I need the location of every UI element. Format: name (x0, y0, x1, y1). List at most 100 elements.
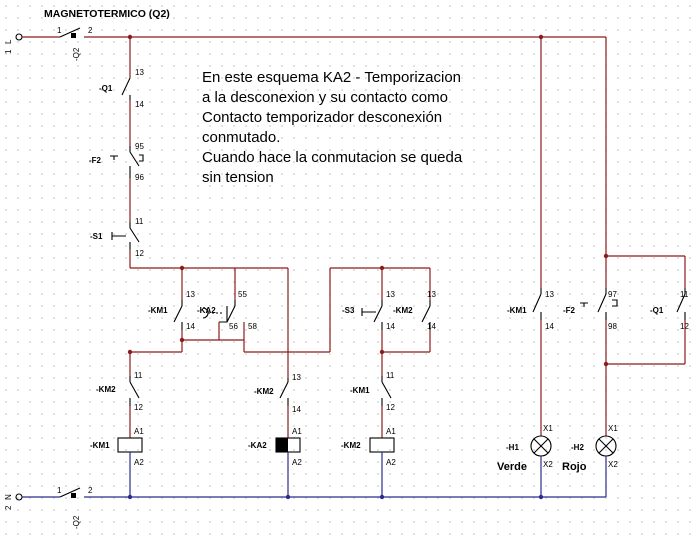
svg-text:A1: A1 (386, 427, 396, 436)
s1-stop-button: -S1 11 12 (90, 217, 144, 258)
svg-text:1: 1 (57, 26, 62, 35)
km2-self-hold-contact: -KM2 13 14 (393, 290, 436, 331)
svg-text:2: 2 (88, 486, 93, 495)
q1-signal-contact: -Q1 11 12 (650, 288, 689, 331)
svg-text:1: 1 (57, 486, 62, 495)
note-line-5: Cuando hace la conmutacion se queda (202, 149, 463, 166)
svg-text:95: 95 (135, 142, 144, 151)
q2-top-ref: -Q2 (72, 47, 81, 61)
svg-text:-KM1: -KM1 (148, 306, 168, 315)
svg-text:98: 98 (608, 322, 617, 331)
neutral-terminal (15, 493, 23, 501)
svg-text:58: 58 (248, 322, 257, 331)
ka2-timer-coil: -KA2 A1 A2 (248, 427, 302, 467)
svg-text:56: 56 (229, 322, 238, 331)
lamp-h1: -H1 X1 X2 Verde (497, 424, 553, 473)
note-line-4: conmutado. (202, 129, 280, 146)
svg-text:A2: A2 (386, 458, 396, 467)
phase-label: L (4, 39, 13, 44)
svg-text:13: 13 (135, 68, 144, 77)
svg-text:-KM1: -KM1 (90, 441, 110, 450)
svg-text:X1: X1 (543, 424, 553, 433)
supply-neutral: N 2 1 2 -Q2 (4, 486, 606, 529)
note-line-2: a la desconexion y su contacto como (202, 89, 448, 106)
svg-text:11: 11 (135, 217, 144, 226)
svg-text:12: 12 (386, 403, 395, 412)
note-line-3: Contacto temporizador desconexión (202, 109, 442, 126)
svg-text:14: 14 (292, 405, 301, 414)
neutral-number: 2 (4, 505, 13, 510)
km2-contact-col2: -KM2 13 14 (254, 373, 301, 414)
main-control-branch: -Q1 13 14 -F2 95 96 -S1 11 12 (89, 37, 144, 268)
svg-text:-KA2: -KA2 (197, 306, 216, 315)
svg-text:-KM2: -KM2 (96, 385, 116, 394)
svg-text:12: 12 (134, 403, 143, 412)
km1-signal-contact: -KM1 13 14 (507, 288, 554, 331)
ka2-timed-contact: -KA2 55 56 58 (197, 290, 257, 331)
q2-bottom-actuator (71, 493, 76, 498)
svg-text:-KM2: -KM2 (254, 387, 274, 396)
svg-text:13: 13 (427, 290, 436, 299)
svg-text:-KM2: -KM2 (393, 306, 413, 315)
f2-thermal-contact: -F2 95 96 (89, 142, 144, 182)
svg-text:-KM2: -KM2 (341, 441, 361, 450)
svg-text:14: 14 (545, 322, 554, 331)
svg-text:-KM1: -KM1 (507, 306, 527, 315)
svg-text:-F2: -F2 (563, 306, 576, 315)
svg-text:A2: A2 (134, 458, 144, 467)
svg-text:12: 12 (135, 249, 144, 258)
km2-coil: -KM2 A1 A2 (341, 427, 396, 467)
svg-text:11: 11 (134, 371, 143, 380)
q2-top-contact (59, 27, 81, 38)
svg-text:X1: X1 (608, 424, 618, 433)
svg-text:A1: A1 (292, 427, 302, 436)
phase-number: 1 (4, 49, 13, 54)
svg-text:-KA2: -KA2 (248, 441, 267, 450)
q1-contact: -Q1 13 14 (99, 68, 144, 109)
svg-text:97: 97 (608, 290, 617, 299)
svg-text:14: 14 (427, 322, 436, 331)
svg-text:14: 14 (135, 100, 144, 109)
lamp-h2-color: Rojo (562, 461, 587, 473)
km1-interlock-contact-col3: -KM1 11 12 (350, 371, 395, 412)
svg-text:96: 96 (135, 173, 144, 182)
svg-text:13: 13 (292, 373, 301, 382)
svg-text:55: 55 (238, 290, 247, 299)
supply-phase: L 1 1 2 -Q2 (4, 26, 606, 61)
phase-terminal (15, 33, 23, 41)
svg-text:-KM1: -KM1 (350, 386, 370, 395)
q2-top-actuator (71, 33, 76, 38)
svg-text:13: 13 (186, 290, 195, 299)
svg-text:-Q1: -Q1 (650, 306, 664, 315)
km2-interlock-contact-col1: -KM2 11 12 (96, 371, 143, 412)
note-line-6: sin tension (202, 169, 274, 186)
schematic-note: En este esquema KA2 - Temporizacion a la… (202, 69, 463, 186)
q2-bottom-contact (59, 487, 81, 498)
breaker-title: MAGNETOTERMICO (Q2) (44, 8, 170, 20)
svg-text:2: 2 (88, 26, 93, 35)
note-line-1: En este esquema KA2 - Temporizacion (202, 69, 461, 86)
svg-text:-Q1: -Q1 (99, 84, 113, 93)
svg-text:11: 11 (386, 371, 395, 380)
s3-start-button: -S3 13 14 (342, 290, 395, 331)
svg-text:X2: X2 (608, 460, 618, 469)
svg-text:13: 13 (386, 290, 395, 299)
lamp-h1-color: Verde (497, 461, 527, 473)
svg-text:13: 13 (545, 290, 554, 299)
f2-signal-contact: -F2 97 98 (563, 288, 618, 331)
svg-text:A2: A2 (292, 458, 302, 467)
svg-text:A1: A1 (134, 427, 144, 436)
svg-text:-H2: -H2 (571, 443, 584, 452)
junction-nodes (127, 34, 609, 500)
svg-text:-S3: -S3 (342, 306, 355, 315)
km1-holding-contact: -KM1 13 14 (148, 290, 195, 331)
svg-text:-S1: -S1 (90, 232, 103, 241)
km1-coil: -KM1 A1 A2 (90, 427, 144, 467)
svg-text:11: 11 (680, 290, 689, 299)
q2-bottom-ref: -Q2 (72, 515, 81, 529)
svg-text:-H1: -H1 (506, 443, 519, 452)
neutral-label: N (4, 494, 13, 500)
svg-text:X2: X2 (543, 460, 553, 469)
svg-text:-F2: -F2 (89, 156, 102, 165)
